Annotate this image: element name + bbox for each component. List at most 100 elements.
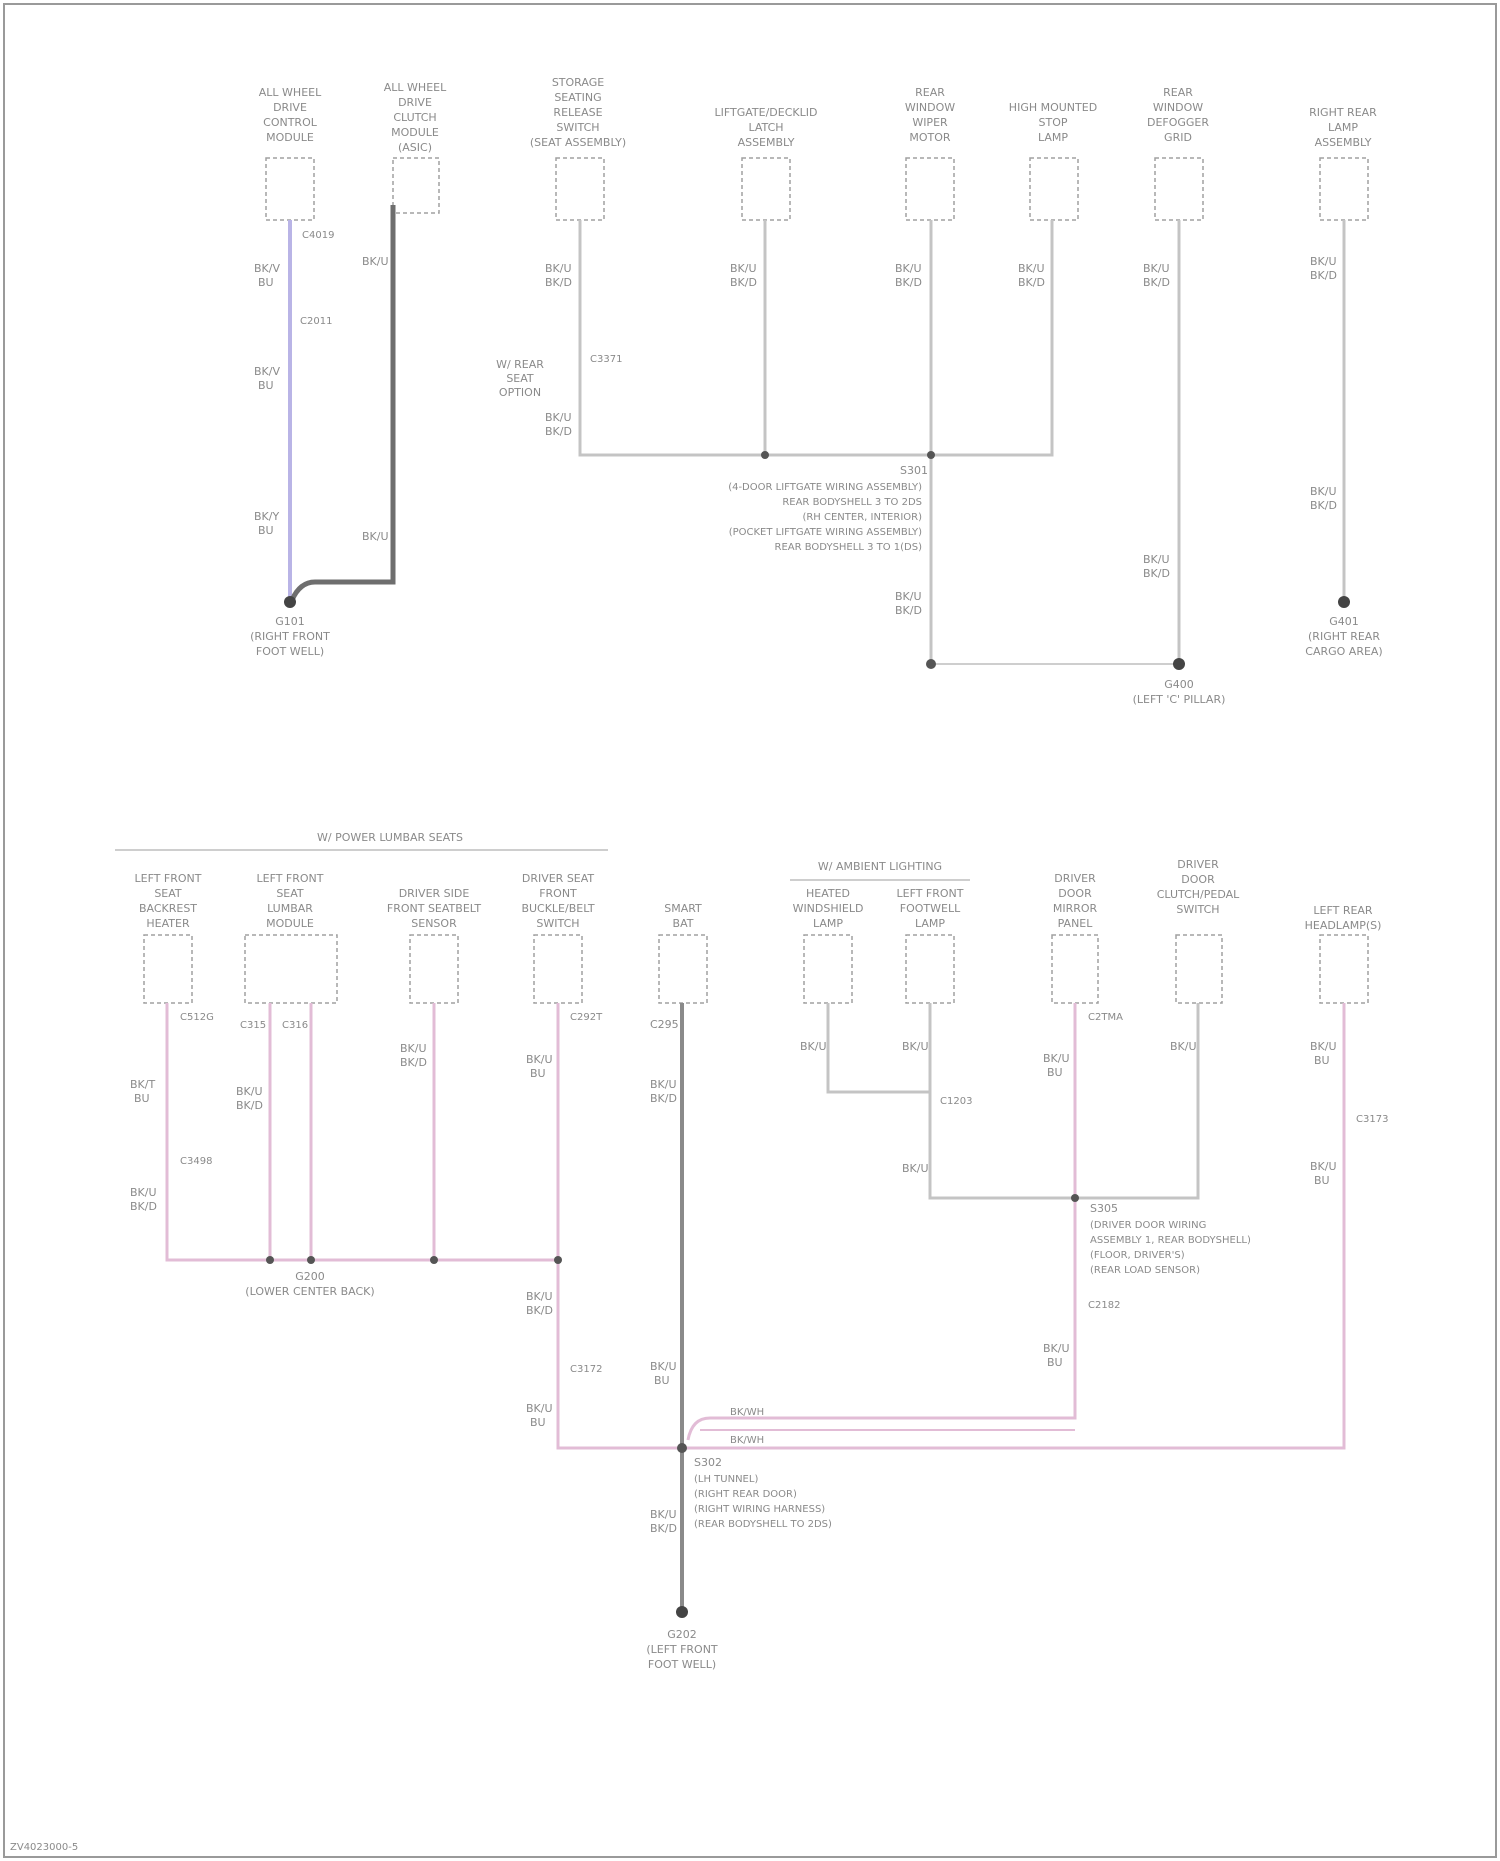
svg-text:SWITCH: SWITCH (1176, 903, 1219, 916)
connector-c4 (742, 158, 790, 220)
wire-label-b3: BK/U BK/D (400, 1042, 427, 1069)
svg-text:BU: BU (530, 1067, 546, 1080)
svg-text:SWITCH: SWITCH (556, 121, 599, 134)
svg-text:DOOR: DOOR (1181, 873, 1215, 886)
wire-label-c6: BK/U BK/D (1018, 262, 1045, 289)
connector-b3 (410, 935, 458, 1003)
svg-text:WINDOW: WINDOW (905, 101, 955, 114)
svg-text:BK/U: BK/U (130, 1186, 157, 1199)
svg-text:LEFT FRONT: LEFT FRONT (134, 872, 201, 885)
svg-text:BK/D: BK/D (1143, 276, 1170, 289)
connector-r1 (804, 935, 852, 1003)
svg-text:LIFTGATE/DECKLID: LIFTGATE/DECKLID (715, 106, 818, 119)
svg-text:ALL WHEEL: ALL WHEEL (259, 86, 322, 99)
wire-label-b2: C315 C316 BK/U BK/D (236, 1020, 308, 1112)
ground-g401-label: G401 (RIGHT REAR CARGO AREA) (1305, 615, 1382, 658)
wire-label-c3: BK/U BK/D BK/U BK/D W/ REAR SEAT OPTION (496, 262, 572, 438)
svg-text:BU: BU (530, 1416, 546, 1429)
svg-text:BK/U: BK/U (895, 590, 922, 603)
svg-text:BK/U: BK/U (526, 1402, 553, 1415)
svg-text:BK/U: BK/U (1143, 262, 1170, 275)
connector-c1 (266, 158, 314, 220)
splice-s305-label: S305 (DRIVER DOOR WIRING ASSEMBLY 1, REA… (1090, 1202, 1251, 1276)
wire-label-trunk: BK/U BK/D (895, 590, 922, 617)
junction-trunk (926, 659, 936, 669)
svg-text:(LH TUNNEL): (LH TUNNEL) (694, 1474, 758, 1485)
bottom-component-label-r2: LEFT FRONT FOOTWELL LAMP (896, 887, 963, 930)
top-component-label-c5: REAR WINDOW WIPER MOTOR (905, 86, 955, 144)
svg-text:GRID: GRID (1164, 131, 1192, 144)
svg-text:BU: BU (258, 379, 274, 392)
splice-s301-label: S301 (4-DOOR LIFTGATE WIRING ASSEMBLY) R… (728, 464, 928, 553)
svg-text:DRIVER SIDE: DRIVER SIDE (399, 887, 470, 900)
svg-text:SEAT: SEAT (154, 887, 182, 900)
svg-text:RELEASE: RELEASE (553, 106, 602, 119)
svg-text:LUMBAR: LUMBAR (267, 902, 313, 915)
splice-code-r1: C1203 (940, 1096, 972, 1107)
svg-text:C512G: C512G (180, 1012, 214, 1023)
top-component-label-c2: ALL WHEEL DRIVE CLUTCH MODULE (ASIC) (384, 81, 447, 154)
svg-text:BK/Y: BK/Y (254, 510, 279, 523)
svg-text:DRIVER SEAT: DRIVER SEAT (522, 872, 595, 885)
wire-label-c7: BK/U BK/D BK/U BK/D (1143, 262, 1170, 580)
bottom-component-label-r5: LEFT REAR HEADLAMP(S) (1305, 904, 1382, 932)
splice-code-r3: C2182 (1088, 1300, 1120, 1311)
svg-text:MODULE: MODULE (266, 131, 314, 144)
svg-text:DRIVE: DRIVE (273, 101, 307, 114)
svg-text:PANEL: PANEL (1058, 917, 1094, 930)
svg-text:BU: BU (1314, 1054, 1330, 1067)
svg-text:BK/U: BK/U (902, 1162, 929, 1175)
svg-text:BK/U: BK/U (362, 530, 389, 543)
ground-g202 (676, 1606, 688, 1618)
svg-text:BU: BU (258, 276, 274, 289)
svg-text:FRONT: FRONT (539, 887, 577, 900)
top-component-label-c6: HIGH MOUNTED STOP LAMP (1009, 101, 1097, 144)
wire-b1-to-g200 (167, 1003, 560, 1260)
svg-text:CARGO AREA): CARGO AREA) (1305, 645, 1382, 658)
svg-text:BK/D: BK/D (650, 1522, 677, 1535)
svg-text:BK/U: BK/U (650, 1508, 677, 1521)
svg-text:BK/U: BK/U (1143, 553, 1170, 566)
svg-text:BK/V: BK/V (254, 365, 280, 378)
splice-s302 (677, 1443, 687, 1453)
svg-text:ASSEMBLY 1, REAR BODYSHELL): ASSEMBLY 1, REAR BODYSHELL) (1090, 1235, 1251, 1246)
svg-text:G200: G200 (295, 1270, 325, 1283)
bottom-component-label-b3: DRIVER SIDE FRONT SEATBELT SENSOR (387, 887, 482, 930)
wire-r3 (688, 1003, 1075, 1440)
svg-text:BK/U: BK/U (1310, 255, 1337, 268)
svg-text:BK/U: BK/U (902, 1040, 929, 1053)
splice-code-c1: C4019 (302, 230, 334, 241)
connector-c5 (906, 158, 954, 220)
svg-text:C2TMA: C2TMA (1088, 1012, 1123, 1023)
ground-g202-label: G202 (LEFT FRONT FOOT WELL) (646, 1628, 718, 1671)
svg-text:BK/U: BK/U (1018, 262, 1045, 275)
connector-c3 (556, 158, 604, 220)
junction-b2a (266, 1256, 274, 1264)
svg-text:BK/U: BK/U (1310, 485, 1337, 498)
svg-text:BK/U: BK/U (1310, 1040, 1337, 1053)
connector-c8 (1320, 158, 1368, 220)
svg-text:(FLOOR, DRIVER'S): (FLOOR, DRIVER'S) (1090, 1250, 1185, 1261)
svg-text:REAR: REAR (915, 86, 945, 99)
svg-text:BK/D: BK/D (895, 276, 922, 289)
svg-text:C315: C315 (240, 1020, 266, 1031)
svg-text:SEATING: SEATING (554, 91, 601, 104)
svg-text:SMART: SMART (664, 902, 702, 915)
svg-text:FOOT WELL): FOOT WELL) (256, 645, 324, 658)
splice-code-r5: C3173 (1356, 1114, 1388, 1125)
svg-text:FOOTWELL: FOOTWELL (900, 902, 961, 915)
svg-text:DRIVER: DRIVER (1177, 858, 1219, 871)
svg-text:(LEFT 'C' PILLAR): (LEFT 'C' PILLAR) (1133, 693, 1226, 706)
svg-text:BU: BU (1314, 1174, 1330, 1187)
splice-code-c1b: C2011 (300, 316, 332, 327)
svg-text:WINDSHIELD: WINDSHIELD (793, 902, 864, 915)
svg-text:(4-DOOR LIFTGATE WIRING ASSEMB: (4-DOOR LIFTGATE WIRING ASSEMBLY) (728, 482, 922, 493)
connector-r5 (1320, 935, 1368, 1003)
svg-text:(RIGHT WIRING HARNESS): (RIGHT WIRING HARNESS) (694, 1504, 825, 1515)
svg-text:BK/U: BK/U (800, 1040, 827, 1053)
connector-b5 (659, 935, 707, 1003)
ground-g101-label: G101 (RIGHT FRONT FOOT WELL) (250, 615, 330, 658)
ground-g200-label: G200 (LOWER CENTER BACK) (245, 1270, 374, 1298)
svg-text:ASSEMBLY: ASSEMBLY (1315, 136, 1372, 149)
splice-code-b1: C3498 (180, 1156, 212, 1167)
